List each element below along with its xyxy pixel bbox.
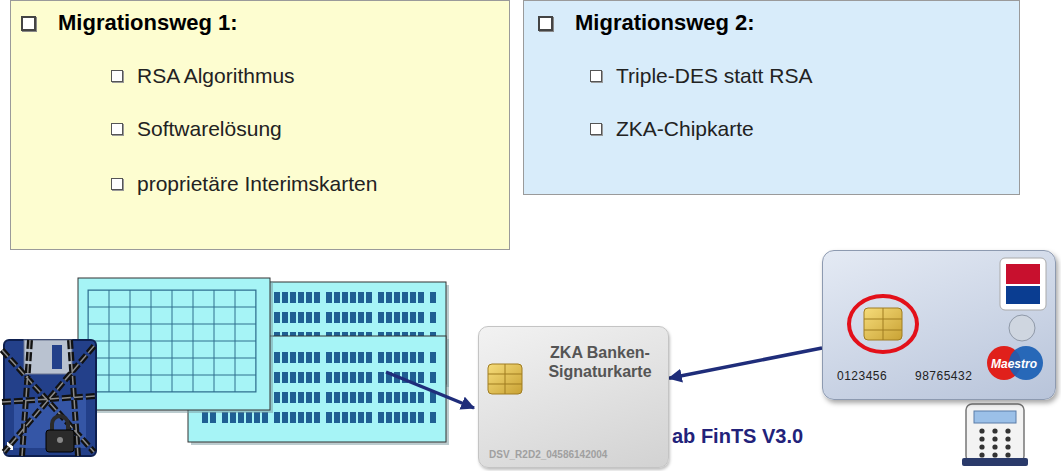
text-row: DSV_R2D2_04586142004 xyxy=(489,449,607,461)
floppy-slot xyxy=(52,345,62,369)
list-item: Triple-DES statt RSA xyxy=(616,63,812,89)
floppy-notch xyxy=(7,442,13,450)
chip-contacts xyxy=(488,364,522,394)
ec-card-chip xyxy=(849,296,917,352)
text-row: Triple-DES statt RSA xyxy=(590,63,812,89)
checkbox-bullet xyxy=(538,16,553,31)
chain-highlight xyxy=(2,340,96,456)
card-title: ZKA Banken- Signaturkarte xyxy=(537,343,663,381)
tan-list-front xyxy=(78,278,273,413)
brand-logo-text: Maestro xyxy=(991,357,1037,371)
chip-contacts xyxy=(864,308,902,340)
floppy-body xyxy=(4,340,96,456)
tan-card xyxy=(78,278,270,410)
logo-blue xyxy=(1006,286,1040,304)
text-row: proprietäre Interimskarten xyxy=(111,171,377,197)
card-number: 98765432 xyxy=(915,369,972,383)
connector-arrow xyxy=(669,348,822,378)
checkbox-bullet xyxy=(590,123,602,135)
text-row: Maestro xyxy=(991,357,1037,371)
card-shadow xyxy=(191,339,449,445)
list-item: proprietäre Interimskarten xyxy=(137,171,377,197)
floppy-label xyxy=(14,398,86,448)
reader-base xyxy=(962,458,1028,466)
tan-list-back xyxy=(252,282,449,387)
card-shadow xyxy=(81,281,273,413)
signature-card-chip xyxy=(488,364,522,394)
floppy-shutter xyxy=(24,340,72,374)
padlock-keyhole xyxy=(57,437,63,443)
text-row: Softwarelösung xyxy=(111,116,282,142)
tan-list-middle xyxy=(188,336,449,445)
card-reader xyxy=(962,404,1028,466)
maestro-logo xyxy=(987,346,1043,380)
padlock-body xyxy=(46,430,74,452)
padlock-shackle xyxy=(52,416,68,432)
card-shadow xyxy=(255,285,449,387)
ec-logo xyxy=(1000,258,1046,310)
logo-circle-red xyxy=(987,346,1021,380)
signature-card: ZKA Banken- SignaturkarteDSV_R2D2_045861… xyxy=(478,326,669,468)
list-item: RSA Algorithmus xyxy=(137,63,295,89)
reader-display xyxy=(974,411,1016,423)
text-row: 0123456 xyxy=(837,369,887,383)
tan-grid xyxy=(88,290,256,392)
checkbox-bullet xyxy=(111,70,123,82)
list-item: ZKA-Chipkarte xyxy=(616,116,754,142)
hologram xyxy=(1009,315,1035,341)
panel-heading: Migrationsweg 1: xyxy=(58,10,238,36)
checkbox-bullet xyxy=(111,178,123,190)
migration-arrow xyxy=(386,372,474,408)
ec-card: 0123456 98765432 Maestro xyxy=(822,250,1056,400)
chip xyxy=(864,308,902,340)
checkbox-bullet xyxy=(590,70,602,82)
locked-floppy-disk xyxy=(2,340,96,456)
migration-panel: Migrationsweg 1: RSA AlgorithmusSoftwarel… xyxy=(10,0,510,250)
chip xyxy=(488,364,522,394)
text-row: Migrationsweg 1: xyxy=(21,10,238,36)
tan-card xyxy=(252,282,446,384)
card-number: 0123456 xyxy=(837,369,887,383)
checkbox-bullet xyxy=(111,123,123,135)
card-serial: DSV_R2D2_04586142004 xyxy=(489,449,607,461)
reader-keypad xyxy=(979,428,1010,457)
list-item: Softwarelösung xyxy=(137,116,282,142)
logo-circle-blue xyxy=(1009,346,1043,380)
text-row: ZKA Banken- Signaturkarte xyxy=(537,343,663,381)
migration-panel: Migrationsweg 2: Triple-DES statt RSA ZKA-… xyxy=(523,0,1020,195)
highlight-circle xyxy=(849,296,917,352)
text-row: 98765432 xyxy=(915,369,972,383)
tan-blocks xyxy=(272,292,436,372)
reader-body xyxy=(966,404,1024,462)
panel-heading: Migrationsweg 2: xyxy=(575,10,755,36)
tan-blocks xyxy=(200,348,436,432)
text-row: ZKA-Chipkarte xyxy=(590,116,754,142)
text-row: Migrationsweg 2: xyxy=(538,10,755,36)
text-row: RSA Algorithmus xyxy=(111,63,295,89)
logo-red xyxy=(1006,264,1040,284)
version-note: ab FinTS V3.0 xyxy=(672,424,803,448)
checkbox-bullet xyxy=(21,16,36,31)
logo-frame xyxy=(1000,258,1046,310)
tan-card xyxy=(188,336,446,442)
label-row: ab FinTS V3.0 xyxy=(672,424,803,448)
chain xyxy=(2,340,96,456)
